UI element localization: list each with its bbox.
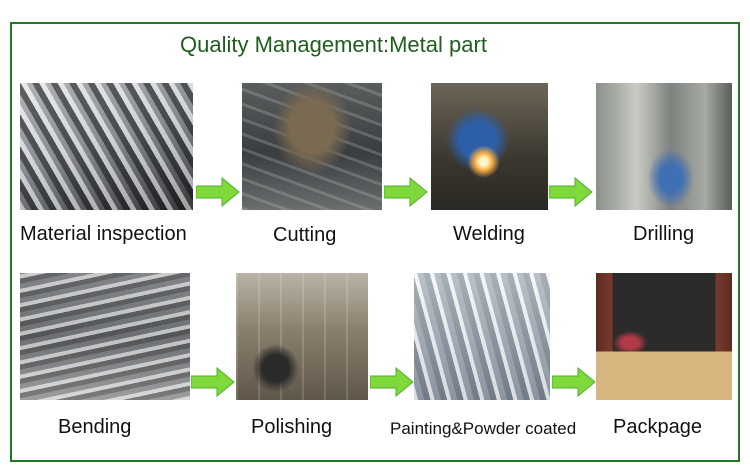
photo-packpage	[596, 273, 732, 400]
arrow-right-icon	[191, 367, 235, 397]
arrow-right-icon	[384, 177, 428, 207]
step-label-painting-powder-coated: Painting&Powder coated	[390, 419, 577, 438]
step-label-material-inspection: Material inspection	[20, 223, 187, 245]
step-label-polishing: Polishing	[251, 416, 333, 438]
step-label-cutting: Cutting	[273, 224, 337, 246]
page-title: Quality Management:Metal part	[180, 32, 487, 57]
arrow-right-icon	[196, 177, 240, 207]
step-label-bending: Bending	[58, 416, 132, 438]
step-label-drilling: Drilling	[633, 223, 695, 245]
photo-drilling	[596, 83, 732, 210]
photo-material-inspection	[20, 83, 193, 210]
photo-bending	[20, 273, 190, 400]
photo-painting-powder-coated	[414, 273, 550, 400]
photo-polishing	[236, 273, 368, 400]
step-label-packpage: Packpage	[613, 416, 702, 438]
photo-welding	[431, 83, 548, 210]
photo-cutting	[242, 83, 382, 210]
step-label-welding: Welding	[453, 223, 525, 245]
arrow-right-icon	[370, 367, 414, 397]
arrow-right-icon	[549, 177, 593, 207]
arrow-right-icon	[552, 367, 596, 397]
border-frame	[10, 22, 740, 462]
